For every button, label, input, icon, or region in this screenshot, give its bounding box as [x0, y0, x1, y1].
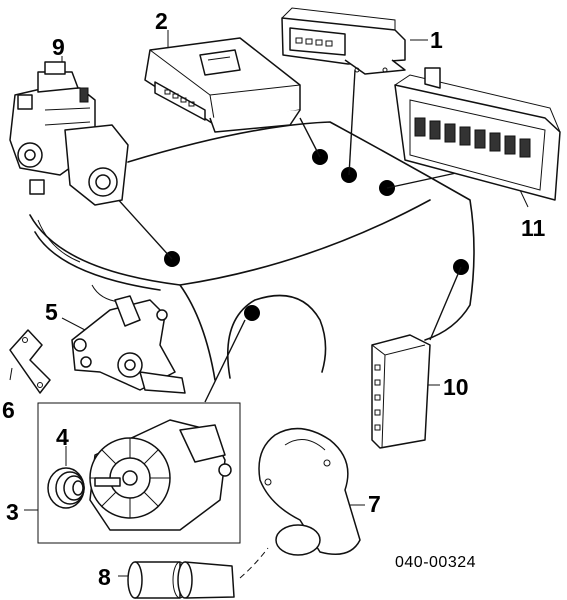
callout-8: 8	[98, 564, 111, 590]
heat-shield-7	[258, 427, 361, 556]
engine-control-unit-2	[144, 37, 301, 133]
callout-7: 7	[368, 491, 381, 517]
callout-9: 9	[52, 34, 65, 60]
callout-11: 11	[521, 215, 546, 241]
callout-5: 5	[45, 299, 58, 325]
actuator-assembly-5	[71, 295, 186, 394]
connection-points	[164, 149, 469, 321]
mounting-bracket-6	[9, 329, 51, 394]
hoses-8	[127, 561, 235, 599]
connection-dot	[244, 305, 260, 321]
relay-panel-11	[394, 67, 561, 201]
alternator-group-3	[37, 402, 241, 544]
callout-10: 10	[443, 374, 469, 400]
diagram-code: 040-00324	[395, 554, 476, 571]
callout-1: 1	[430, 27, 443, 53]
pulley-4	[47, 467, 85, 509]
alternator-group-frame	[37, 402, 241, 544]
control-module-1	[281, 7, 406, 75]
callout-labels: 1 2 3 4 5 6 7 8 9 10 11 040-00324	[2, 8, 546, 590]
relay-module-10	[371, 334, 431, 449]
hydraulic-unit-9	[9, 61, 129, 206]
callout-6: 6	[2, 397, 15, 423]
callout-2: 2	[155, 8, 168, 34]
callout-3: 3	[6, 499, 19, 525]
callout-4: 4	[56, 424, 69, 450]
